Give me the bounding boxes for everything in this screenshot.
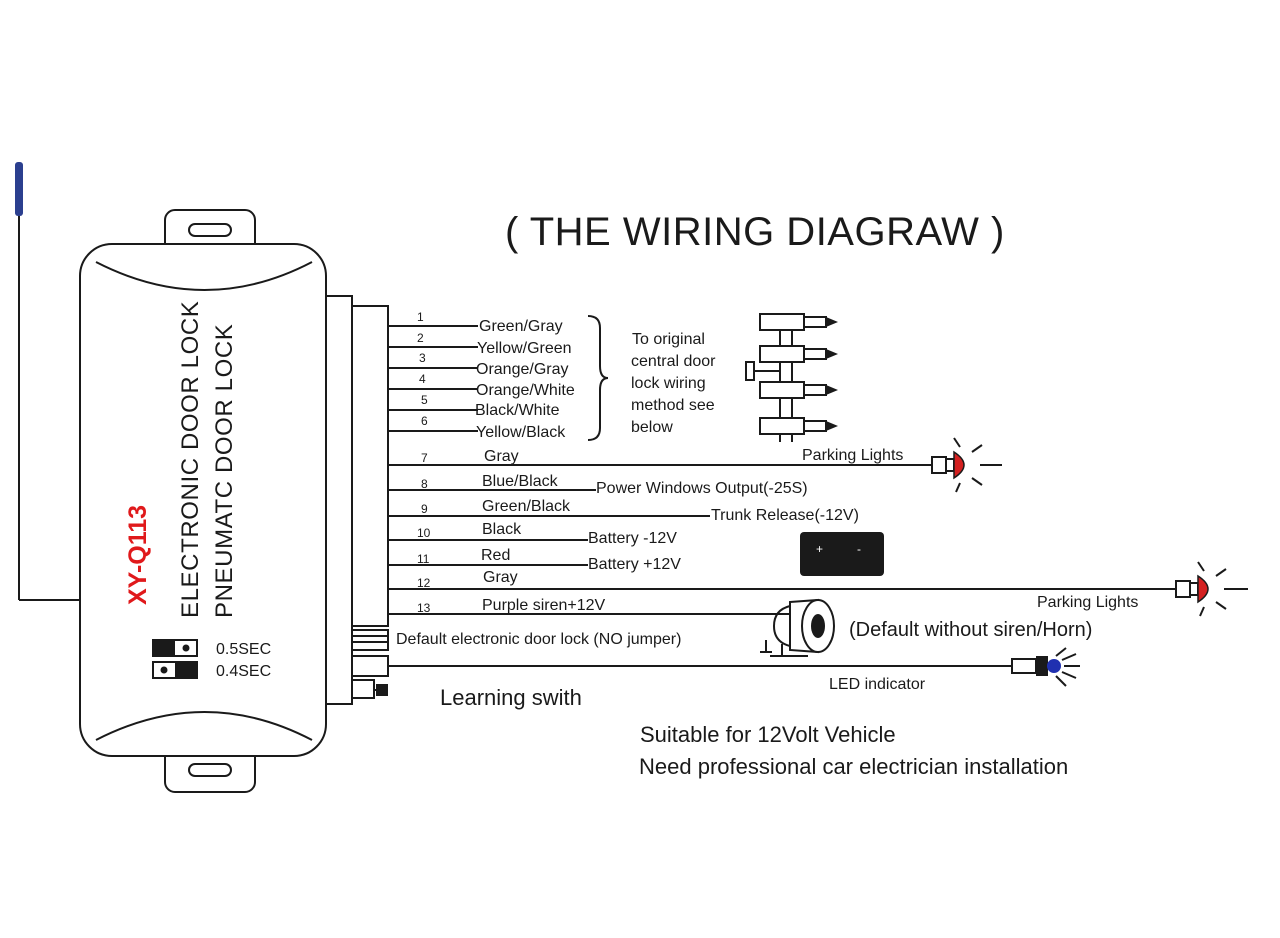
wire-color-label: Black/White: [475, 402, 560, 419]
learning-switch-button: [376, 684, 388, 696]
wire-number: 10: [417, 526, 431, 540]
wire-number: 2: [417, 331, 424, 345]
wire-number: 8: [421, 477, 428, 491]
suitability-note: Suitable for 12Volt Vehicle: [640, 722, 896, 747]
wire-color-label: Yellow/Green: [477, 340, 572, 357]
battery-negative-label: Battery -12V: [588, 530, 677, 547]
wire-number: 12: [417, 576, 431, 590]
connector-housing: [325, 295, 353, 705]
wire-number: 13: [417, 601, 431, 615]
battery-icon: + -: [800, 532, 884, 576]
wire-color-label: Green/Black: [482, 498, 571, 515]
antenna-tip: [15, 162, 23, 216]
wire-number: 6: [421, 414, 428, 428]
battery-positive-label: Battery +12V: [588, 556, 681, 573]
installation-note: Need professional car electrician instal…: [639, 754, 1068, 779]
wire-color-label: Orange/Gray: [476, 361, 568, 378]
parking-lights-label: Parking Lights: [1037, 594, 1138, 611]
module-label-electronic: ELECTRONIC DOOR LOCK: [177, 301, 204, 618]
control-module: XY-Q113 ELECTRONIC DOOR LOCK PNEUMATC DO…: [79, 209, 389, 793]
central-lock-note-line: lock wiring: [631, 375, 706, 392]
wire-number: 11: [417, 552, 430, 566]
timing-jumper-0-5sec: [152, 639, 198, 657]
wire-color-label: Green/Gray: [479, 318, 563, 335]
wire-color-label: Red: [481, 547, 510, 564]
wire-color-label: Gray: [484, 448, 519, 465]
wire-color-label: Black: [482, 521, 522, 538]
wire-number: 1: [417, 310, 424, 324]
central-lock-note-line: To original: [632, 331, 705, 348]
wire-color-label: Gray: [483, 569, 518, 586]
parking-light-lamp-icon: [1175, 561, 1248, 617]
wire-number: 3: [419, 351, 426, 365]
door-lock-jumper-label: Default electronic door lock (NO jumper): [396, 631, 681, 648]
timing-label-0-4sec: 0.4SEC: [216, 663, 271, 680]
power-windows-label: Power Windows Output(-25S): [596, 480, 808, 497]
wire-number: 7: [421, 451, 428, 465]
led-indicator-icon: [1011, 647, 1080, 687]
wire-color-label: Yellow/Black: [476, 424, 566, 441]
led-indicator-label: LED indicator: [829, 676, 926, 693]
wire-connector: [351, 305, 389, 627]
module-bottom-curve: [95, 711, 313, 741]
wire-number: 4: [419, 372, 426, 386]
module-label-pneumatic: PNEUMATC DOOR LOCK: [211, 324, 238, 618]
svg-text:+: +: [816, 542, 823, 556]
led-connector: [351, 655, 389, 677]
trunk-release-label: Trunk Release(-12V): [711, 507, 859, 524]
timing-jumper-0-4sec: [152, 661, 198, 679]
siren-icon: [760, 598, 835, 657]
wire-color-label: Orange/White: [476, 382, 575, 399]
wire-group-central-lock: [388, 325, 478, 432]
parking-lights-label: Parking Lights: [802, 447, 903, 464]
central-lock-note-line: central door: [631, 353, 716, 370]
central-lock-note-line: below: [631, 419, 673, 436]
wire-group-brace: [587, 315, 609, 441]
timing-label-0-5sec: 0.5SEC: [216, 641, 271, 658]
antenna: [15, 162, 82, 601]
wire-color-label: Blue/Black: [482, 473, 559, 490]
model-number: XY-Q113: [124, 505, 152, 605]
wire-number: 9: [421, 502, 428, 516]
learning-switch-label: Learning swith: [440, 685, 582, 710]
wire-number: 5: [421, 393, 428, 407]
learning-switch-housing: [351, 679, 375, 699]
svg-text:-: -: [857, 542, 861, 556]
jumper-connector: [351, 629, 389, 651]
diagram-title: ( THE WIRING DIAGRAW ): [505, 210, 1005, 254]
siren-note: (Default without siren/Horn): [849, 619, 1092, 641]
parking-light-lamp-icon: [931, 437, 1002, 493]
door-lock-actuator-icon: [745, 313, 838, 442]
wire-color-label: Purple siren+12V: [482, 597, 606, 614]
central-lock-note-line: method see: [631, 397, 715, 414]
module-top-curve: [95, 261, 313, 291]
